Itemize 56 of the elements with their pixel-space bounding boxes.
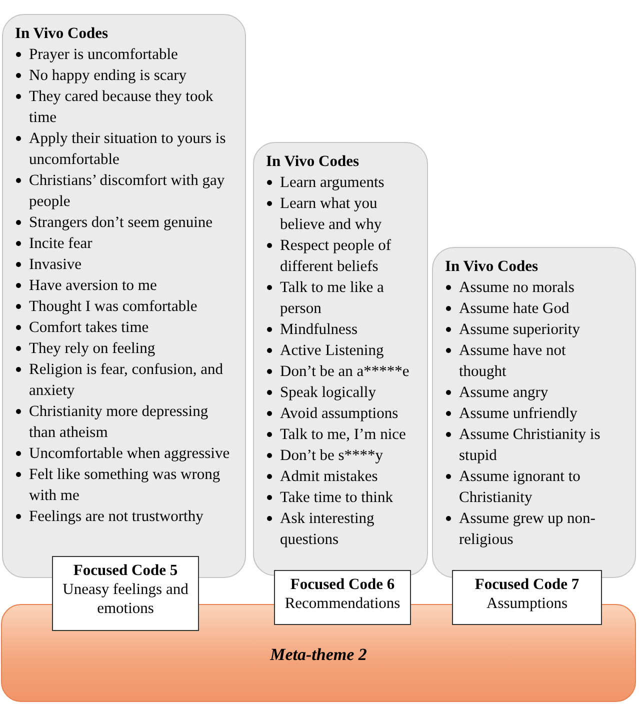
heading: In Vivo Codes <box>266 152 360 172</box>
list-item: They cared because they took time <box>15 86 231 128</box>
list-item: Talk to me, I’m nice <box>266 424 413 445</box>
list-item: Don’t be an a*****e <box>266 361 413 382</box>
list-item: Invasive <box>15 254 231 275</box>
list-item: Assume grew up non-religious <box>445 508 605 550</box>
list-item: Christians’ discomfort with gay people <box>15 170 231 212</box>
list-item: No happy ending is scary <box>15 65 231 86</box>
list-item: Ask interesting questions <box>266 508 413 550</box>
list-item: Mindfulness <box>266 319 413 340</box>
heading: Focused Code 7 <box>474 575 580 594</box>
list-item: Assume Christianity is stupid <box>445 424 605 466</box>
list-item: Active Listening <box>266 340 413 361</box>
code-panel <box>253 142 428 576</box>
list-item: Assume superiority <box>445 319 605 340</box>
list-item: Thought I was comfortable <box>15 296 231 317</box>
list-item: Felt like something was wrong with me <box>15 464 231 506</box>
heading: In Vivo Codes <box>445 257 540 277</box>
list-item: They rely on feeling <box>15 338 231 359</box>
focused-code-box <box>52 556 199 631</box>
list-item: Learn what you believe and why <box>266 193 413 235</box>
list-item: Admit mistakes <box>266 466 413 487</box>
code-panel <box>432 247 636 578</box>
list-item: Assume hate God <box>445 298 605 319</box>
list-item: Don’t be s****y <box>266 445 413 466</box>
list-item: Strangers don’t seem genuine <box>15 212 231 233</box>
list-item: Uncomfortable when aggressive <box>15 443 231 464</box>
list-item: Assume no morals <box>445 277 605 298</box>
heading: Focused Code 5 <box>72 561 179 580</box>
list-item: Avoid assumptions <box>266 403 413 424</box>
heading: Focused Code 6 <box>289 575 396 594</box>
list-item: Apply their situation to yours is uncomfortable <box>15 128 231 170</box>
list-item: Christianity more depressing than atheism <box>15 401 231 443</box>
description: Recommendations <box>284 594 402 613</box>
list-item: Respect people of different beliefs <box>266 235 413 277</box>
code-panel <box>2 14 246 578</box>
list-item: Assume ignorant to Christianity <box>445 466 605 508</box>
list-item: Have aversion to me <box>15 275 231 296</box>
focused-code-box <box>452 570 602 625</box>
list-item: Assume have not thought <box>445 340 605 382</box>
list-item: Assume unfriendly <box>445 403 605 424</box>
list-item: Learn arguments <box>266 172 413 193</box>
focused-code-box <box>274 570 411 625</box>
list-item: Prayer is uncomfortable <box>15 44 231 65</box>
description: Uneasy feelings and emotions <box>62 580 190 618</box>
list-item: Feelings are not trustworthy <box>15 506 231 527</box>
heading: Meta-theme 2 <box>270 645 367 665</box>
heading: In Vivo Codes <box>15 24 110 44</box>
description: Assumptions <box>486 594 568 613</box>
list-item: Assume angry <box>445 382 605 403</box>
list-item: Talk to me like a person <box>266 277 413 319</box>
list-item: Speak logically <box>266 382 413 403</box>
list-item: Comfort takes time <box>15 317 231 338</box>
list-item: Incite fear <box>15 233 231 254</box>
list-item: Religion is fear, confusion, and anxiety <box>15 359 231 401</box>
list-item: Take time to think <box>266 487 413 508</box>
